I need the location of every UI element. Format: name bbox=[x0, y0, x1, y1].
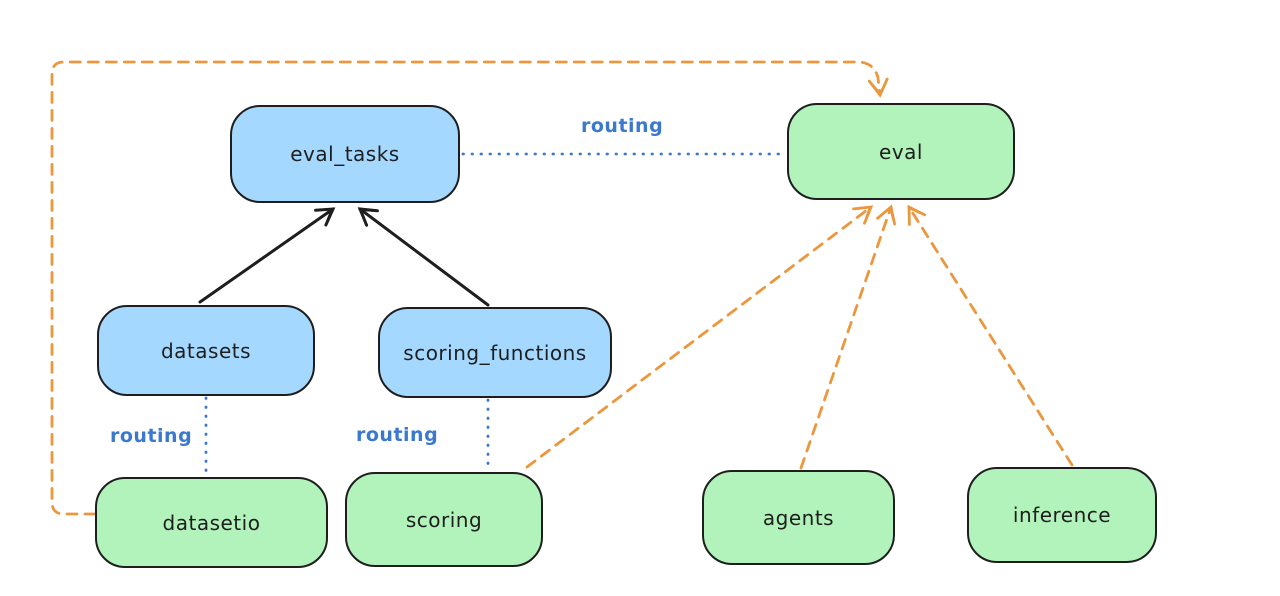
node-scoring-functions: scoring_functions bbox=[378, 307, 612, 398]
node-datasetio-label: datasetio bbox=[162, 510, 261, 535]
edge-scoring-to-eval bbox=[525, 205, 874, 469]
node-eval-tasks: eval_tasks bbox=[230, 105, 460, 203]
edge-agents-to-eval bbox=[799, 204, 897, 470]
node-datasets-label: datasets bbox=[160, 338, 252, 363]
node-eval-tasks-label: eval_tasks bbox=[290, 142, 400, 166]
node-inference-label: inference bbox=[1012, 503, 1112, 527]
routing-label-middle: routing bbox=[356, 424, 439, 446]
node-datasets: datasets bbox=[97, 305, 315, 396]
routing-label-top: routing bbox=[581, 115, 664, 137]
edge-datasetio-to-eval bbox=[50, 60, 889, 516]
node-eval: eval bbox=[787, 103, 1015, 200]
node-agents: agents bbox=[702, 470, 895, 565]
edge-scoring-functions-to-eval-tasks bbox=[357, 207, 490, 307]
edge-inference-to-eval bbox=[907, 204, 1074, 467]
node-scoring: scoring bbox=[345, 472, 543, 567]
edge-datasets-to-eval-tasks bbox=[198, 207, 336, 304]
node-agents-label: agents bbox=[762, 505, 835, 530]
node-scoring-functions-label: scoring_functions bbox=[403, 340, 587, 365]
node-inference: inference bbox=[967, 467, 1157, 563]
routing-label-left: routing bbox=[110, 425, 193, 447]
node-datasetio: datasetio bbox=[95, 477, 328, 568]
node-eval-label: eval bbox=[879, 139, 923, 164]
node-scoring-label: scoring bbox=[405, 507, 483, 532]
